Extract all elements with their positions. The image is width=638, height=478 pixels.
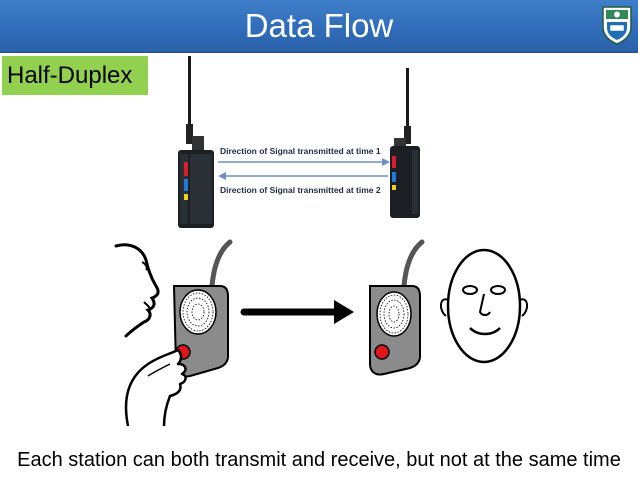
right-radio-device-icon — [370, 242, 422, 375]
signal-arrow-left — [218, 172, 388, 180]
caption-text: Each station can both transmit and recei… — [0, 448, 638, 472]
page-title: Data Flow — [0, 6, 638, 46]
signal-time-2-label: Direction of Signal transmitted at time … — [220, 185, 381, 195]
title-bar: Data Flow — [0, 0, 638, 53]
half-duplex-label: Half-Duplex — [2, 56, 148, 95]
university-crest-icon — [600, 5, 634, 45]
speaking-face-icon — [116, 245, 158, 336]
listening-face-icon — [441, 250, 527, 362]
half-duplex-illustration — [108, 236, 538, 428]
transmit-arrow-icon — [244, 300, 354, 324]
right-walkie-talkie-icon — [390, 68, 420, 218]
signal-time-1-label: Direction of Signal transmitted at time … — [220, 146, 381, 156]
left-walkie-talkie-icon — [178, 56, 214, 228]
signal-arrow-right — [218, 158, 390, 166]
radio-pair-illustration — [170, 54, 430, 234]
hand-icon — [126, 350, 186, 426]
left-radio-device-icon — [174, 242, 230, 377]
radio-signal-diagram: Direction of Signal transmitted at time … — [170, 54, 430, 234]
